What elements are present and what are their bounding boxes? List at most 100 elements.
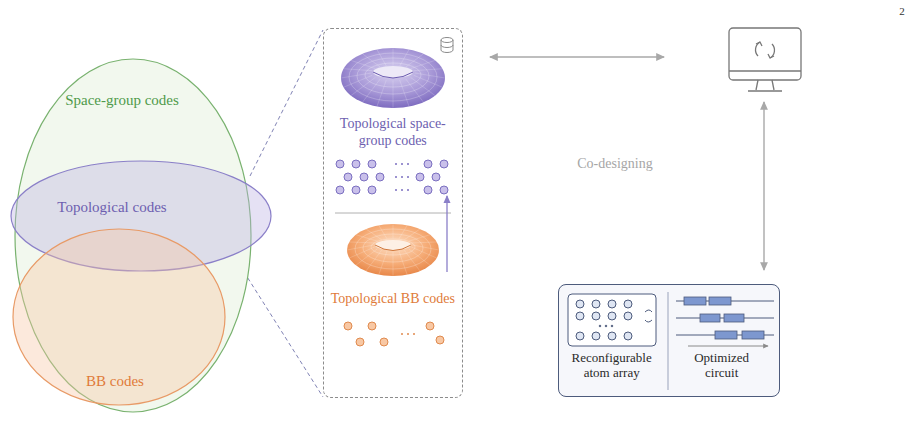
circuit-icon bbox=[684, 297, 706, 305]
torus-orange bbox=[366, 250, 382, 271]
circuit-icon bbox=[709, 297, 731, 305]
text-holder: Topological BB codes bbox=[326, 291, 460, 308]
qubit-dots-orange bbox=[407, 333, 409, 335]
atom-array-icon bbox=[608, 332, 616, 340]
atom-array-icon bbox=[608, 312, 616, 320]
text-holder: Topological codes bbox=[32, 198, 192, 216]
qubit-dots-purple bbox=[401, 189, 403, 191]
torus-orange bbox=[347, 224, 439, 276]
qubit-dots-purple bbox=[336, 160, 344, 168]
page-number: 2 bbox=[890, 5, 914, 18]
torus-purple bbox=[341, 73, 371, 78]
torus-purple bbox=[377, 49, 386, 65]
qubit-dots-purple bbox=[424, 186, 432, 194]
computer-icon bbox=[756, 80, 758, 90]
qubit-dots-orange bbox=[380, 338, 388, 346]
set-label: BB codes bbox=[55, 372, 175, 390]
qubit-dots-purple bbox=[352, 160, 360, 168]
qubit-dots-orange bbox=[356, 338, 364, 346]
qubit-dots-purple bbox=[368, 186, 376, 194]
box-label: Topological space-group codes bbox=[327, 116, 459, 150]
qubit-dots-orange bbox=[436, 336, 444, 344]
qubit-dots-purple bbox=[395, 189, 397, 191]
text-holder: BB codes bbox=[55, 372, 175, 390]
set-label: Topological codes bbox=[32, 198, 192, 216]
zoom-leaders bbox=[244, 272, 323, 397]
qubit-dots-purple bbox=[336, 160, 448, 194]
torus-purple bbox=[415, 73, 445, 78]
torus-orange bbox=[379, 225, 387, 239]
torus-purple bbox=[377, 80, 386, 106]
box-label: Topological BB codes bbox=[326, 291, 460, 308]
qubit-dots-purple bbox=[395, 176, 397, 178]
set-outline bbox=[13, 229, 225, 405]
codesign-arrow bbox=[763, 102, 764, 270]
atom-array-icon bbox=[645, 310, 652, 322]
qubit-dots-purple bbox=[360, 173, 368, 181]
atom-array-icon bbox=[592, 300, 600, 308]
hardware-panel-fill bbox=[558, 284, 780, 397]
zoom-leaders bbox=[250, 30, 323, 176]
torus-orange bbox=[409, 235, 431, 241]
qubit-dots-purple bbox=[401, 163, 403, 165]
torus-purple bbox=[400, 80, 409, 106]
torus-orange bbox=[375, 240, 411, 250]
qubit-dots-purple bbox=[336, 186, 344, 194]
atom-array-icon bbox=[624, 300, 632, 308]
atom-array-icon bbox=[576, 300, 632, 340]
torus-orange bbox=[404, 229, 420, 240]
qubit-dots-purple bbox=[424, 160, 432, 168]
qubit-dots-orange bbox=[344, 322, 444, 346]
box-label: Reconfigurable atom array bbox=[560, 350, 664, 381]
torus-orange bbox=[356, 249, 378, 265]
set-label: Space-group codes bbox=[42, 91, 202, 109]
set-ellipse: Space-group codesTopological codes BB cod… bbox=[14, 58, 252, 413]
set-ellipse: BB codes bbox=[12, 228, 226, 406]
zoom-box: Topological space-group codesTopological… bbox=[323, 28, 463, 398]
label-holder: 2 bbox=[890, 5, 914, 18]
qubit-dots-orange bbox=[401, 333, 403, 335]
qubit-dots-purple bbox=[407, 189, 409, 191]
atom-array-icon bbox=[624, 332, 632, 340]
torus-purple bbox=[351, 60, 375, 68]
hardware-box: Reconfigurable atom array Optimized circu… bbox=[558, 284, 780, 397]
qubit-dots-purple bbox=[416, 173, 424, 181]
atom-array-icon bbox=[599, 325, 601, 327]
torus-purple bbox=[393, 81, 394, 109]
panel-divider bbox=[668, 292, 669, 390]
torus-purple bbox=[373, 66, 413, 78]
torus-orange bbox=[411, 242, 436, 243]
box-label: Optimized circuit bbox=[683, 350, 761, 381]
database-icon bbox=[441, 38, 453, 53]
torus-orange bbox=[399, 225, 407, 239]
qubit-dots-orange bbox=[344, 322, 352, 330]
torus-orange bbox=[393, 252, 394, 277]
qubit-dots-purple bbox=[432, 173, 440, 181]
qubit-dots-purple bbox=[440, 186, 448, 194]
qubit-dots-purple bbox=[344, 173, 352, 181]
circuit-icon bbox=[742, 331, 764, 339]
text-holder: Reconfigurable atom array bbox=[560, 350, 664, 381]
qubit-dots-purple bbox=[407, 176, 409, 178]
qubit-dots-purple bbox=[401, 176, 403, 178]
database-icon bbox=[441, 38, 453, 43]
circuit-icon bbox=[676, 297, 774, 346]
atom-array-icon bbox=[605, 325, 607, 327]
database-icon bbox=[441, 45, 453, 48]
computer-icon bbox=[729, 28, 801, 80]
torus-orange bbox=[356, 235, 378, 241]
qubit-dots-orange bbox=[426, 322, 434, 330]
database-icon bbox=[441, 40, 453, 53]
torus-orange bbox=[375, 245, 411, 251]
torus-purple bbox=[341, 48, 445, 108]
torus-purple bbox=[414, 75, 443, 87]
torus-orange bbox=[393, 224, 394, 239]
torus-purple bbox=[362, 79, 380, 102]
circuit-icon bbox=[724, 314, 744, 322]
torus-purple bbox=[414, 69, 443, 71]
atom-array-icon bbox=[592, 332, 600, 340]
computer-icon bbox=[772, 80, 774, 90]
qubit-dots-orange bbox=[368, 322, 376, 330]
circuit-icon bbox=[715, 331, 737, 339]
